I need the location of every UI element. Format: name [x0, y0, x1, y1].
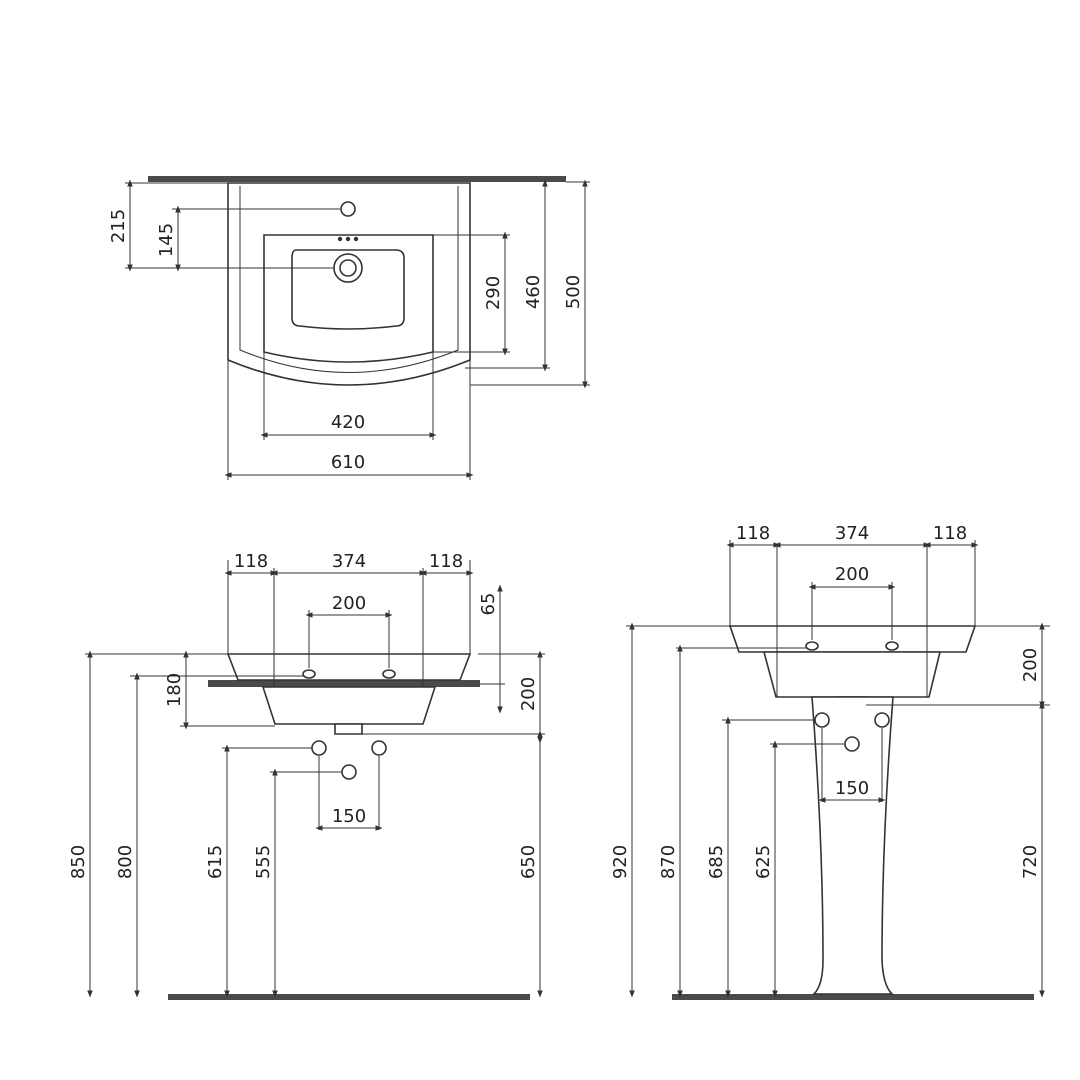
- wall-tap-hole-left: [302, 669, 316, 679]
- top-wall: [148, 176, 566, 182]
- dim-label-610: 610: [331, 452, 365, 473]
- overflow-dot: [353, 236, 359, 242]
- pedestal-tap-hole-right: [885, 641, 899, 651]
- dim-label-200-taps: 200: [835, 564, 869, 585]
- top-tap-hole: [340, 201, 356, 217]
- pedestal-supply-right: [874, 712, 890, 728]
- wall-supply-right: [371, 740, 387, 756]
- dim-label-200-depth: 200: [518, 677, 539, 711]
- dim-label-500: 500: [563, 275, 584, 309]
- dim-label-118-left: 118: [736, 523, 770, 544]
- wall-waste-outlet: [341, 764, 357, 780]
- top-drain-inner: [339, 259, 357, 277]
- pedestal-tap-hole-left: [805, 641, 819, 651]
- dim-label-65: 65: [478, 593, 499, 616]
- dim-label-460: 460: [523, 275, 544, 309]
- wall-basin-drain: [334, 723, 363, 735]
- countertop: [208, 680, 480, 687]
- dim-label-625: 625: [753, 845, 774, 879]
- dim-label-374: 374: [835, 523, 869, 544]
- pedestal-basin-bowl: [762, 651, 942, 698]
- dim-label-118-left: 118: [234, 551, 268, 572]
- dim-label-555: 555: [253, 845, 274, 879]
- dim-label-215: 215: [108, 209, 129, 243]
- wall-mounted-view: 118 374 118 200 65 180 200 150 850 800 6…: [68, 551, 545, 1000]
- dim-label-420: 420: [331, 412, 365, 433]
- dim-label-374: 374: [332, 551, 366, 572]
- dim-label-200-taps: 200: [332, 593, 366, 614]
- dim-label-150: 150: [332, 806, 366, 827]
- pedestal-waste-outlet: [844, 736, 860, 752]
- dim-label-800: 800: [115, 845, 136, 879]
- dim-label-720: 720: [1020, 845, 1041, 879]
- dim-label-145: 145: [156, 223, 177, 257]
- dim-label-685: 685: [706, 845, 727, 879]
- wall-tap-hole-right: [382, 669, 396, 679]
- top-basin-rim: [239, 186, 459, 373]
- dim-label-650: 650: [518, 845, 539, 879]
- pedestal-view: 118 374 118 200 200 150 920 870 685 625 …: [610, 523, 1050, 1000]
- dim-label-118-right: 118: [933, 523, 967, 544]
- wall-supply-left: [311, 740, 327, 756]
- pedestal-basin-rim: [728, 625, 977, 653]
- overflow-dot: [345, 236, 351, 242]
- dim-label-180: 180: [164, 673, 185, 707]
- top-view: 215 145 290 460 500 420 610: [108, 176, 590, 480]
- dim-label-150: 150: [835, 778, 869, 799]
- pedestal-column: [811, 696, 894, 995]
- wall-view-floor: [168, 994, 530, 1000]
- dim-label-870: 870: [658, 845, 679, 879]
- dim-label-118-right: 118: [429, 551, 463, 572]
- dim-label-615: 615: [205, 845, 226, 879]
- overflow-dot: [337, 236, 343, 242]
- pedestal-supply-left: [814, 712, 830, 728]
- dim-label-920: 920: [610, 845, 631, 879]
- pedestal-view-floor: [672, 994, 1034, 1000]
- dim-label-200-depth: 200: [1020, 648, 1041, 682]
- dim-label-850: 850: [68, 845, 89, 879]
- dim-label-290: 290: [483, 276, 504, 310]
- top-bowl-inner: [291, 249, 405, 330]
- wall-basin-bowl: [261, 686, 437, 725]
